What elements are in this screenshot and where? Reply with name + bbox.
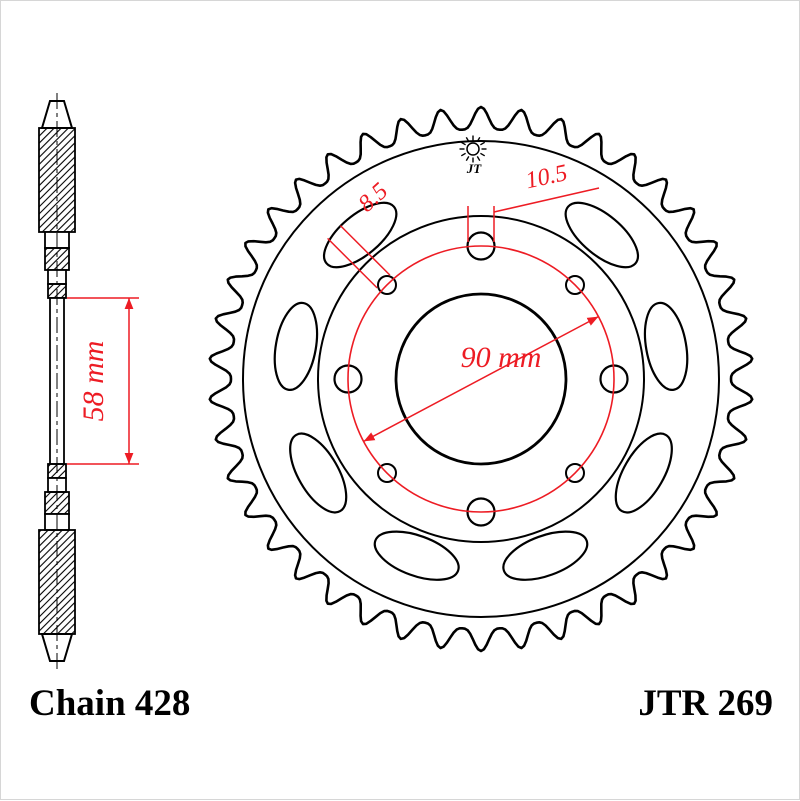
jt-sun-logo: JT (459, 135, 487, 176)
lightening-cutout (273, 301, 319, 391)
sun-ray-icon (465, 136, 470, 142)
lightening-cutout (502, 530, 589, 581)
lightening-cutout (289, 432, 348, 514)
lightening-cutout (373, 530, 460, 581)
sprocket-side-profile-view (38, 93, 76, 669)
dim-text-bolt-circle-90mm: 90 mm (461, 341, 542, 374)
bolt-circle-90mm (347, 245, 615, 513)
leader-line-8-5 (339, 225, 391, 276)
dim-text-bore-58mm: 58 mm (77, 341, 110, 422)
lightening-cutout (614, 432, 673, 514)
dimension-labels: 58 mm 90 mm 8.5 10.5 (77, 160, 570, 421)
lightening-cutout (643, 301, 689, 391)
sun-disc-icon (466, 142, 480, 156)
sun-ray-icon (480, 141, 486, 146)
sun-ray-icon (465, 156, 470, 162)
sun-ray-icon (460, 141, 466, 146)
caption-row: Chain 428 JTR 269 (29, 683, 773, 724)
lightening-cutout (323, 201, 398, 269)
sun-ray-icon (460, 152, 466, 157)
sun-ray-icon (476, 136, 481, 142)
leader-line-8-5 (327, 237, 378, 289)
chain-size-label: Chain 428 (29, 683, 190, 724)
model-number-label: JTR 269 (638, 683, 773, 724)
sun-ray-icon (476, 156, 481, 162)
rim-inner-circle (242, 140, 720, 618)
hub-circle (317, 215, 645, 543)
lightening-cutout (564, 201, 639, 269)
sun-ray-icon (480, 152, 486, 157)
jt-logo-text: JT (466, 161, 483, 176)
leader-line-10-5 (493, 187, 600, 213)
dim-line-90mm (363, 315, 599, 443)
dimension-lines (67, 187, 615, 513)
